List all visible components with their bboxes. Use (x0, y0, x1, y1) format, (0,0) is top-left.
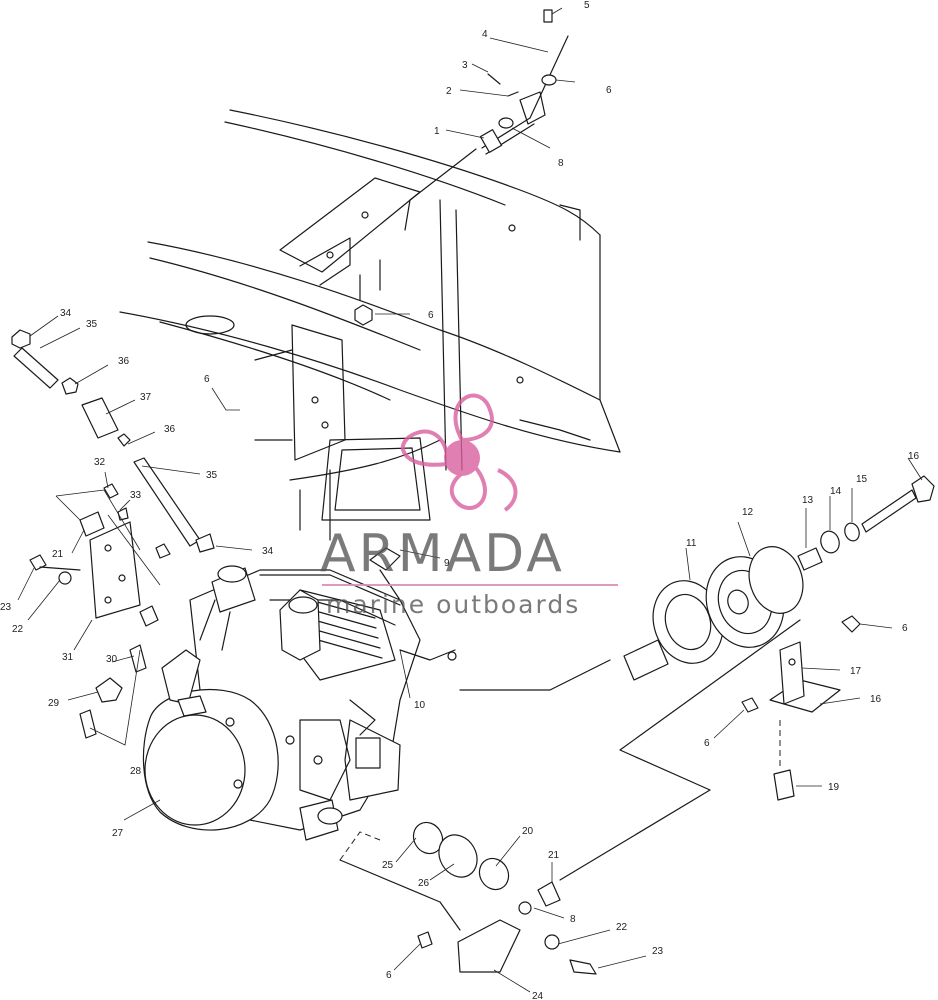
callout-label: 3 (462, 60, 468, 71)
watermark-brand: ARMADA (320, 524, 565, 584)
lower-components (339, 789, 711, 975)
callout-label: 19 (828, 782, 840, 793)
callout-label: 4 (482, 29, 488, 40)
callout-label: 35 (86, 319, 98, 330)
left-bracket (29, 483, 171, 627)
callout-label: 16 (908, 451, 920, 462)
right-bracket (619, 615, 861, 801)
cable-assembly (404, 9, 569, 231)
callout-label: 8 (570, 914, 576, 925)
callout-label: 22 (12, 624, 24, 635)
frame-nut (354, 304, 373, 326)
callout-label: 29 (48, 698, 60, 709)
callout-label: 6 (704, 738, 710, 749)
watermark-tagline: marine outboards (326, 590, 581, 619)
callout-label: 5 (584, 0, 590, 11)
callout-label: 35 (206, 470, 218, 481)
callout-label: 25 (382, 860, 394, 871)
recoil-starter (142, 649, 279, 831)
left-linkage (11, 329, 215, 553)
callout-label: 30 (106, 654, 118, 665)
callout-leaders (17, 7, 923, 993)
callout-label: 6 (204, 374, 210, 385)
callout-label: 1 (434, 126, 440, 137)
callout-label: 21 (548, 850, 560, 861)
callout-label: 11 (686, 538, 697, 549)
callout-label: 24 (532, 991, 544, 1000)
callout-label: 21 (52, 549, 64, 560)
callout-label: 23 (0, 602, 12, 613)
callout-label: 2 (446, 86, 452, 97)
callout-label: 8 (558, 158, 564, 169)
clutch-pulley-group (459, 475, 935, 691)
callout-label: 6 (386, 970, 392, 981)
callout-label: 28 (130, 766, 142, 777)
callout-label: 26 (418, 878, 430, 889)
callout-label: 15 (856, 474, 868, 485)
vehicle-frame (119, 109, 621, 541)
callout-label: 10 (414, 700, 426, 711)
callout-label: 6 (428, 310, 434, 321)
callout-label: 23 (652, 946, 664, 957)
callout-label: 9 (444, 558, 450, 569)
watermark-rule (322, 584, 618, 586)
callout-label: 12 (742, 507, 754, 518)
callout-label: 17 (850, 666, 862, 677)
callout-label: 32 (94, 457, 106, 468)
callout-label: 37 (140, 392, 152, 403)
callout-label: 27 (112, 828, 124, 839)
callout-label: 36 (164, 424, 176, 435)
callout-label: 22 (616, 922, 628, 933)
callout-label: 6 (606, 85, 612, 96)
mount-studs (79, 644, 147, 746)
callout-label: 33 (130, 490, 142, 501)
callout-label: 31 (62, 652, 74, 663)
propeller-logo-icon (400, 393, 518, 512)
callout-label: 34 (60, 308, 72, 319)
callout-label: 20 (522, 826, 534, 837)
callout-label: 14 (830, 486, 842, 497)
callout-label: 34 (262, 546, 274, 557)
callout-label: 16 (870, 694, 882, 705)
callout-label: 36 (118, 356, 130, 367)
callout-label: 13 (802, 495, 814, 506)
callout-label: 6 (902, 623, 908, 634)
